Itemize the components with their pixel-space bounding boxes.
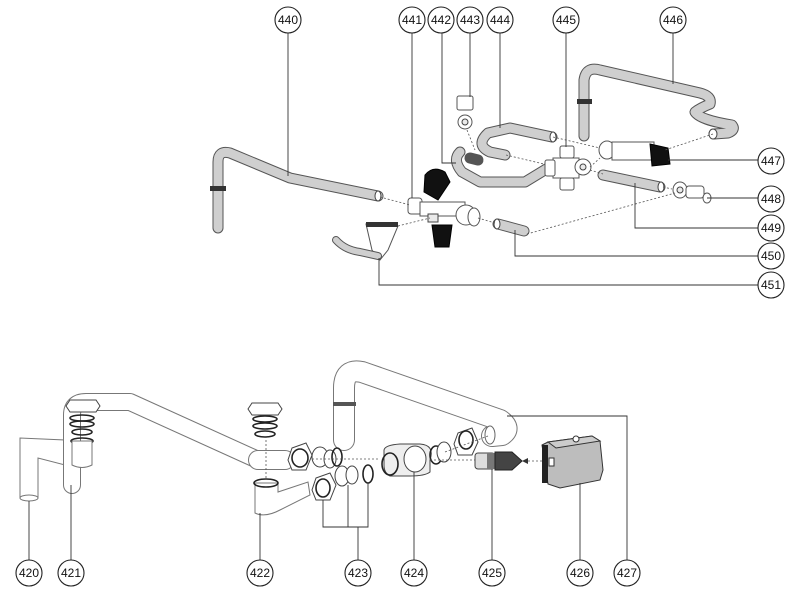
svg-text:446: 446 — [663, 13, 683, 27]
callout-450[interactable]: 450 — [757, 242, 785, 270]
callout-442[interactable]: 442 — [427, 6, 455, 34]
svg-text:444: 444 — [490, 13, 510, 27]
part-424-valve-body — [381, 427, 479, 477]
svg-text:443: 443 — [460, 13, 480, 27]
part-444-hose — [476, 122, 558, 161]
svg-text:447: 447 — [761, 154, 781, 168]
svg-text:442: 442 — [431, 13, 451, 27]
svg-text:423: 423 — [348, 566, 368, 580]
callout-441[interactable]: 441 — [398, 6, 426, 34]
svg-text:425: 425 — [482, 566, 502, 580]
callout-446[interactable]: 446 — [659, 6, 687, 34]
svg-text:422: 422 — [250, 566, 270, 580]
lower-leader-lines — [28, 415, 628, 561]
part-450-hose — [492, 218, 530, 237]
callout-448[interactable]: 448 — [757, 185, 785, 213]
lower-assembly — [19, 360, 628, 561]
part-442-hose — [451, 146, 554, 188]
callout-422[interactable]: 422 — [246, 559, 274, 587]
part-427-pipe — [333, 360, 518, 451]
upper-assembly — [210, 33, 758, 286]
callout-447[interactable]: 447 — [757, 147, 785, 175]
upper-leader-lines — [287, 33, 758, 286]
callouts: 440 441 442 443 444 445 446 447 — [15, 6, 785, 587]
part-451-funnel — [332, 222, 399, 261]
svg-text:450: 450 — [761, 249, 781, 263]
callout-451[interactable]: 451 — [757, 271, 785, 299]
part-423-seals — [287, 442, 374, 501]
callout-445[interactable]: 445 — [552, 6, 580, 34]
svg-text:451: 451 — [761, 278, 781, 292]
callout-424[interactable]: 424 — [400, 559, 428, 587]
part-421-pipe — [63, 393, 295, 494]
callout-440[interactable]: 440 — [274, 6, 302, 34]
svg-text:449: 449 — [761, 221, 781, 235]
part-420-pipe — [19, 437, 66, 502]
part-440-hose — [210, 146, 384, 234]
svg-text:441: 441 — [402, 13, 422, 27]
part-441-fitting — [407, 168, 481, 248]
svg-text:440: 440 — [278, 13, 298, 27]
svg-text:420: 420 — [19, 566, 39, 580]
svg-text:424: 424 — [404, 566, 424, 580]
callout-423[interactable]: 423 — [344, 559, 372, 587]
callout-444[interactable]: 444 — [486, 6, 514, 34]
callout-449[interactable]: 449 — [757, 214, 785, 242]
callout-427[interactable]: 427 — [613, 559, 641, 587]
part-446-hose — [577, 63, 739, 142]
svg-text:427: 427 — [617, 566, 637, 580]
svg-text:426: 426 — [570, 566, 590, 580]
part-448-adapter — [672, 181, 712, 204]
svg-text:421: 421 — [61, 566, 81, 580]
part-422-elbow — [247, 402, 311, 516]
part-447-valve — [598, 140, 671, 167]
callout-425[interactable]: 425 — [478, 559, 506, 587]
part-445-cross-fitting — [544, 145, 592, 191]
part-449-hose — [597, 169, 666, 193]
callout-421[interactable]: 421 — [57, 559, 85, 587]
callout-420[interactable]: 420 — [15, 559, 43, 587]
svg-text:445: 445 — [556, 13, 576, 27]
callout-426[interactable]: 426 — [566, 559, 594, 587]
svg-text:448: 448 — [761, 192, 781, 206]
callout-443[interactable]: 443 — [456, 6, 484, 34]
part-425-cartridge — [474, 451, 528, 471]
part-443-connector — [456, 95, 474, 130]
part-426-actuator — [541, 435, 604, 489]
